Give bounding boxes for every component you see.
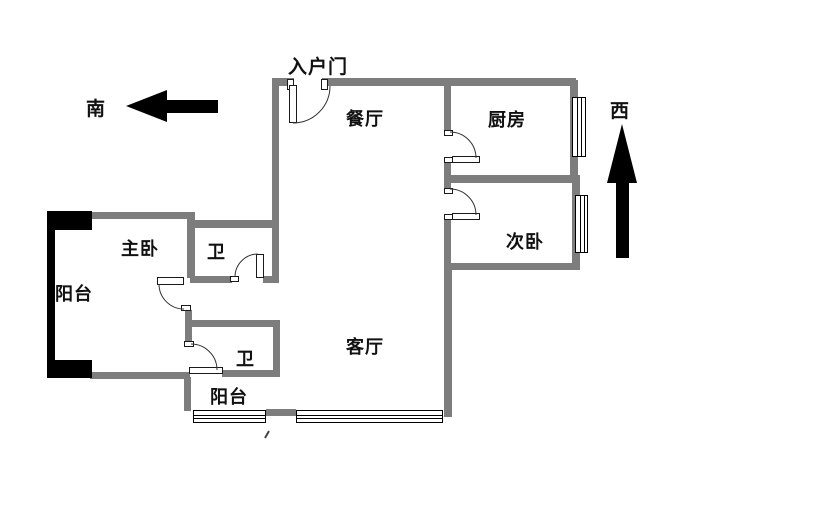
balcony-left-bottom-block	[47, 360, 92, 378]
entry-door-arc	[292, 85, 331, 124]
kitchen-label: 厨房	[488, 110, 526, 130]
wall-balcony-bottom-left	[184, 377, 191, 411]
wall-bedroom2-left	[444, 219, 451, 270]
wall-bath1-bottom-right	[263, 276, 279, 283]
balcony-left-wall	[47, 211, 55, 378]
bath1-door-leaf	[256, 254, 264, 278]
wall-kitchen-left-upper	[444, 83, 451, 132]
master-door-leaf	[157, 277, 184, 285]
wall-living-right	[444, 270, 452, 417]
wall-hall-left-vertical	[272, 78, 279, 283]
wall-bedroom2-bottom	[444, 263, 580, 270]
compass-south-label: 南	[86, 99, 107, 120]
wall-top-right	[322, 78, 576, 86]
wall-hall-mid-vertical	[185, 310, 192, 342]
bath2-door-leaf	[189, 367, 223, 374]
balcony-bottom-label: 阳台	[210, 387, 248, 407]
master-door-arc	[158, 283, 185, 310]
balcony-window-left	[193, 410, 266, 423]
compass-west-label: 西	[610, 101, 631, 122]
balcony-left-top-block	[47, 211, 92, 230]
compass-west-arrow	[607, 124, 637, 258]
bedroom2-window	[575, 195, 588, 253]
bedroom2-door-arc	[449, 188, 477, 216]
wall-top-left	[272, 78, 294, 86]
bath2-door-arc	[190, 343, 218, 371]
bedroom2-door-jamb-top	[444, 188, 453, 194]
entry-door-label: 入户门	[288, 57, 349, 78]
wall-bath2-top	[190, 320, 280, 327]
kitchen-door-jamb-top	[444, 130, 453, 136]
wall-master-top	[85, 212, 195, 219]
dining-room-label: 餐厅	[346, 109, 384, 129]
bath1-door-jamb	[230, 276, 239, 282]
entry-door-jamb-right	[321, 79, 328, 90]
wall-bath2-bottom	[222, 370, 280, 377]
balcony-left-label: 阳台	[55, 284, 93, 304]
bath2-label: 卫	[236, 349, 255, 369]
stray-tick-mark	[264, 430, 270, 439]
kitchen-door-leaf	[452, 156, 480, 163]
wall-master-bottom	[90, 372, 190, 379]
bedroom2-label: 次卧	[506, 232, 544, 252]
kitchen-window	[572, 97, 586, 157]
balcony-window-right	[296, 410, 443, 423]
bath1-door-arc	[234, 253, 259, 278]
wall-bath1-bottom-left	[190, 276, 232, 283]
wall-master-bath-divider	[187, 212, 195, 278]
wall-balcony-window-divider	[266, 409, 296, 416]
living-room-label: 客厅	[346, 337, 384, 357]
kitchen-door-arc	[449, 131, 477, 159]
master-door-jamb	[181, 305, 191, 311]
bedroom2-door-leaf	[452, 213, 480, 220]
wall-bath1-top	[190, 220, 279, 228]
bath1-label: 卫	[207, 242, 226, 262]
master-bedroom-label: 主卧	[121, 239, 159, 259]
wall-bath2-right	[273, 320, 280, 377]
compass-south-arrow	[126, 90, 218, 122]
wall-kitchen-bedroom-divider	[444, 175, 580, 183]
